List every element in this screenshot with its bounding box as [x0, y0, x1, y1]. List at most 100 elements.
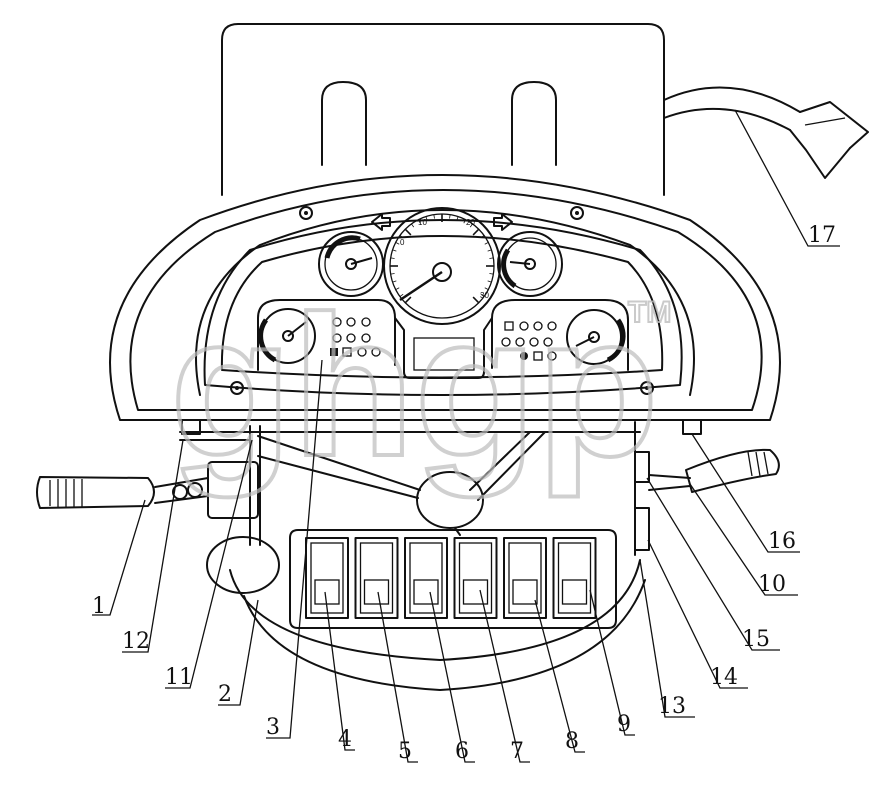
- callout-12: 12: [122, 629, 150, 654]
- rear-light-icon: [314, 579, 340, 605]
- steering-hub: [416, 471, 484, 529]
- column-knob: [206, 536, 280, 594]
- speedometer-ticks: [390, 214, 494, 304]
- speed-tick: [484, 287, 489, 290]
- watermark-text: ghgp: [170, 275, 659, 498]
- lower-right-cluster: [491, 299, 629, 371]
- callout-14: 14: [710, 665, 738, 690]
- speed-tick: [472, 228, 480, 236]
- speed-tick: [487, 280, 492, 283]
- speedometer: 0 10 20 30: [383, 207, 501, 325]
- headlight-icon: [363, 579, 390, 605]
- rocker-switch[interactable]: [404, 537, 448, 619]
- speed-tick: [390, 257, 395, 259]
- callout-labels: 1 12 11 2 3 4 5 6 7 8 9 13 14: [92, 109, 840, 764]
- callout-9: 9: [617, 712, 631, 737]
- callout-3: 3: [266, 715, 280, 740]
- speed-tick-label: 10: [418, 218, 427, 227]
- lower-left-cluster: [257, 299, 396, 371]
- steering-wheel: [206, 431, 646, 691]
- tachometer: [497, 231, 563, 297]
- speed-tick: [469, 223, 473, 228]
- callout-2: 2: [218, 682, 232, 707]
- indicator-lamp-icons: [501, 321, 557, 361]
- blank-switch-icon: [561, 579, 588, 605]
- rocker-switch[interactable]: [453, 537, 498, 619]
- leader-7: [479, 589, 530, 763]
- callout-15: 15: [742, 627, 770, 652]
- speed-tick: [484, 242, 489, 245]
- speed-tick: [480, 293, 485, 297]
- speed-tick: [472, 296, 480, 304]
- leader-15: [646, 477, 780, 651]
- right-turn-icon: [493, 213, 513, 231]
- rocker-switch-panel: [289, 529, 617, 629]
- callout-11: 11: [165, 665, 193, 690]
- callout-5: 5: [398, 739, 412, 764]
- callout-4: 4: [338, 727, 352, 752]
- leader-3: [266, 359, 323, 739]
- left-stalk-knob: [36, 476, 155, 509]
- callout-10: 10: [758, 572, 786, 597]
- speed-tick-label: 20: [466, 218, 475, 227]
- leader-2: [218, 599, 259, 706]
- callout-13: 13: [658, 694, 686, 719]
- leader-5: [377, 591, 418, 763]
- left-stalk-switch: [36, 461, 259, 519]
- speed-tick: [390, 273, 395, 275]
- speed-tick: [392, 249, 397, 252]
- callout-8: 8: [565, 729, 579, 754]
- speed-tick: [399, 293, 404, 297]
- speed-tick-label: 30: [480, 291, 489, 300]
- speed-tick: [404, 296, 412, 304]
- speed-tick: [395, 287, 400, 290]
- leader-8: [534, 599, 585, 753]
- leader-1: [92, 499, 146, 616]
- rocker-switch[interactable]: [354, 537, 399, 619]
- speed-tick: [418, 219, 421, 224]
- speed-tick: [392, 280, 397, 283]
- wiper-icon: [462, 579, 489, 605]
- rocker-switch[interactable]: [503, 537, 547, 619]
- rocker-switches: [305, 537, 597, 619]
- speed-tick: [425, 216, 428, 221]
- speed-tick: [411, 223, 415, 228]
- turn-indicator-icons: [371, 213, 513, 231]
- fan-heater-icon: [512, 579, 538, 605]
- speed-tick: [489, 257, 494, 259]
- rear-housing: [221, 23, 665, 196]
- speed-tick-label: 0: [400, 238, 405, 247]
- speed-tick: [449, 214, 451, 219]
- callout-7: 7: [510, 739, 524, 764]
- instrument-shroud: [109, 174, 781, 421]
- warning-lamp-icons: [330, 317, 381, 357]
- speed-tick: [395, 242, 400, 245]
- watermark-trademark: TM: [628, 296, 671, 329]
- callout-17: 17: [808, 223, 836, 248]
- rocker-switch[interactable]: [552, 537, 597, 619]
- leader-17: [734, 109, 840, 247]
- right-stalk-knob: [685, 448, 780, 493]
- leader-12: [122, 439, 184, 653]
- leader-4: [324, 591, 355, 751]
- leader-10: [689, 483, 798, 596]
- fuel-gauge: [318, 231, 384, 297]
- right-mount-tab: [682, 419, 702, 435]
- speed-tick: [480, 235, 485, 239]
- right-stalk-switch: [634, 448, 780, 551]
- speed-tick: [489, 273, 494, 275]
- leader-6: [429, 591, 475, 763]
- lcd-display: [394, 317, 493, 379]
- roof-light-icon: [413, 579, 439, 605]
- left-mount-tab: [181, 419, 201, 435]
- leader-14: [647, 539, 748, 689]
- speed-tick: [487, 249, 492, 252]
- leader-13: [639, 559, 695, 718]
- left-turn-icon: [371, 213, 391, 231]
- speed-tick: [433, 214, 435, 219]
- speed-tick: [456, 216, 459, 221]
- leader-16: [691, 433, 800, 553]
- callout-1: 1: [92, 594, 106, 619]
